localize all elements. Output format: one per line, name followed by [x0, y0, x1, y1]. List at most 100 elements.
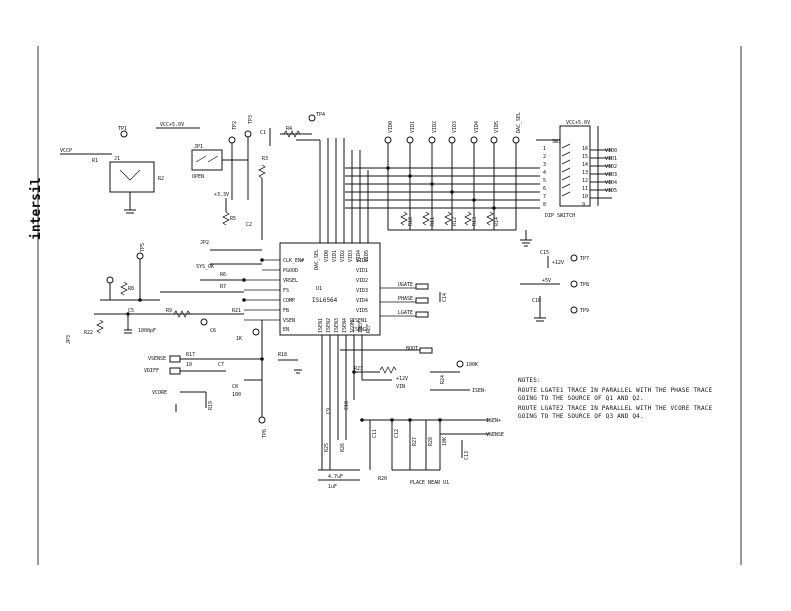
jumper-label: JP1 — [194, 144, 203, 150]
svg-text:15: 15 — [582, 154, 588, 160]
ic-pin-label: ISEN1 — [318, 318, 324, 333]
dip-switch-pins-left: 1 2 3 4 5 6 7 8 — [543, 146, 546, 208]
ic-top-pins: DAC_SEL VID0 VID1 VID2 VID3 VID4 VID5 — [314, 249, 370, 270]
compensation-network: C5 R9 R21 1000pF JP3 R22 C6 1K — [66, 308, 260, 344]
net-label: VSENSE — [148, 356, 166, 362]
ground-symbol — [520, 230, 532, 247]
svg-text:12: 12 — [582, 178, 588, 184]
supply-label: +3.3V — [214, 192, 229, 198]
enable-circuit: VCC+5.0V VCCP J1 R1 R2 TP1 — [60, 122, 200, 214]
svg-text:8: 8 — [543, 202, 546, 208]
capacitor-label: C13 — [464, 451, 470, 460]
res-label: R28 — [428, 437, 434, 446]
ic-pin-label: VID3 — [348, 250, 354, 262]
net-label: VCORE — [152, 390, 167, 396]
supply-label: +12V — [552, 260, 564, 266]
res-label: R9 — [166, 308, 172, 314]
ic-right-pins: VID0 VID1 VID2 VID3 VID4 VID5 ISEN1 ISEN… — [352, 258, 420, 333]
brand-logo: intersil — [29, 177, 44, 240]
freq-set-circuit: TP5 R8 — [100, 243, 244, 301]
supply-label: VCC+5.0V — [566, 120, 590, 126]
res-label: R8 — [128, 286, 134, 292]
switch-caption: DIP SWITCH — [545, 213, 575, 219]
res-label: R26 — [340, 443, 346, 452]
net-label: ISEN- — [472, 388, 487, 394]
capacitor-label: C10 — [344, 401, 350, 410]
net-label: VIN — [396, 384, 405, 390]
notes-line: ROUTE LGATE2 TRACE IN PARALLEL WITH THE … — [518, 405, 713, 412]
notes-title: NOTES: — [518, 377, 541, 384]
capacitor-label: C6 — [210, 328, 216, 334]
svg-text:4: 4 — [543, 170, 546, 176]
gate-drive-nets: UGATE PHASE LGATE BOOT C14 — [340, 282, 448, 354]
notes-line: ROUTE LGATE1 TRACE IN PARALLEL WITH THE … — [518, 387, 713, 394]
res-label: R23 — [354, 366, 363, 372]
test-point — [106, 276, 114, 284]
svg-text:16: 16 — [582, 146, 588, 152]
test-point — [570, 254, 578, 262]
svg-text:11: 11 — [582, 186, 588, 192]
test-point — [570, 280, 578, 288]
ic-pin-label: VID5 — [356, 308, 368, 314]
ic-pin-label: EN — [283, 327, 289, 333]
ic-pin-label: FB — [283, 308, 289, 314]
test-point — [200, 318, 208, 326]
net-label: VDIFF — [144, 368, 159, 374]
test-point — [258, 416, 266, 424]
test-point-label: TP9 — [580, 308, 589, 314]
right-supply-block: C15 +12V TP7 +5V TP8 C16 TP9 — [520, 250, 589, 322]
ic-pin-label: IREF — [358, 321, 364, 333]
value-label: 100K — [466, 362, 478, 368]
test-point-label: TP2 — [232, 121, 238, 130]
dip-switch-sw1: VCC+5.0V SW1 DIP SWITCH 1 2 3 4 5 6 7 8 … — [536, 120, 617, 219]
ic-pin-label: CLK_EN# — [283, 258, 304, 264]
value-label: 10K — [442, 437, 448, 446]
net-label: PHASE — [398, 296, 413, 302]
test-point — [308, 114, 316, 122]
ic-pin-label: ISEN3 — [334, 318, 340, 333]
value-label: 1uF — [328, 484, 337, 490]
ic-pin-label: COMP — [283, 298, 295, 304]
capacitor-label: C8 — [232, 384, 238, 390]
capacitor-label: C5 — [128, 308, 134, 314]
switch-output-label: VID2 — [605, 164, 617, 170]
svg-text:7: 7 — [543, 194, 546, 200]
ic-pin-label: FS — [283, 288, 289, 294]
connector-j1 — [109, 161, 155, 193]
supply-label: +5V — [542, 278, 551, 284]
test-point — [228, 136, 236, 144]
res-label: R17 — [186, 352, 195, 358]
res-label: R18 — [278, 352, 287, 358]
capacitor-label: C1 — [260, 130, 266, 136]
net-label: VSENSE — [486, 432, 504, 438]
ic-left-pins: CLK_EN# PGOOD VRSEL FS COMP FB VSEN EN — [244, 258, 304, 333]
test-point — [456, 360, 464, 368]
res-label: R1 — [92, 158, 98, 164]
net-label: ISEN+ — [486, 418, 501, 424]
switch-refdes: SW1 — [552, 139, 561, 145]
jumper-label: JP3 — [66, 335, 72, 344]
capacitor-label: C15 — [540, 250, 549, 256]
svg-text:3: 3 — [543, 162, 546, 168]
vid-net-label: VID0 — [388, 121, 394, 133]
test-point-label: TP3 — [248, 115, 254, 124]
svg-text:14: 14 — [582, 162, 588, 168]
svg-text:6: 6 — [543, 186, 546, 192]
vid-pullups: VID0 VID1 VID2 VID3 VID4 VID5 DAC_SEL R1… — [384, 112, 522, 231]
test-point — [136, 252, 144, 260]
svg-text:2: 2 — [543, 154, 546, 160]
vid-net-label: VID4 — [474, 121, 480, 133]
test-point-label: TP6 — [262, 429, 268, 438]
test-point-label: TP1 — [118, 126, 127, 132]
ic-pin-label: VID4 — [356, 298, 368, 304]
ic-pin-label: ISEN1 — [352, 318, 367, 324]
pgood-circuit: +3.3V R5 C2 JP2 SYS_OK R6 R7 — [196, 192, 262, 290]
ic-pin-label: REF — [366, 324, 372, 333]
ic-pin-label: VID4 — [356, 250, 362, 262]
switch-output-label: VID3 — [605, 172, 617, 178]
current-sense-network: +12V VIN R23 100K R24 ISEN- C9 C10 R25 R… — [318, 335, 504, 490]
ic-pin-label: ISEN2 — [352, 327, 367, 333]
value-label: 10 — [186, 362, 192, 368]
test-point — [120, 130, 128, 138]
